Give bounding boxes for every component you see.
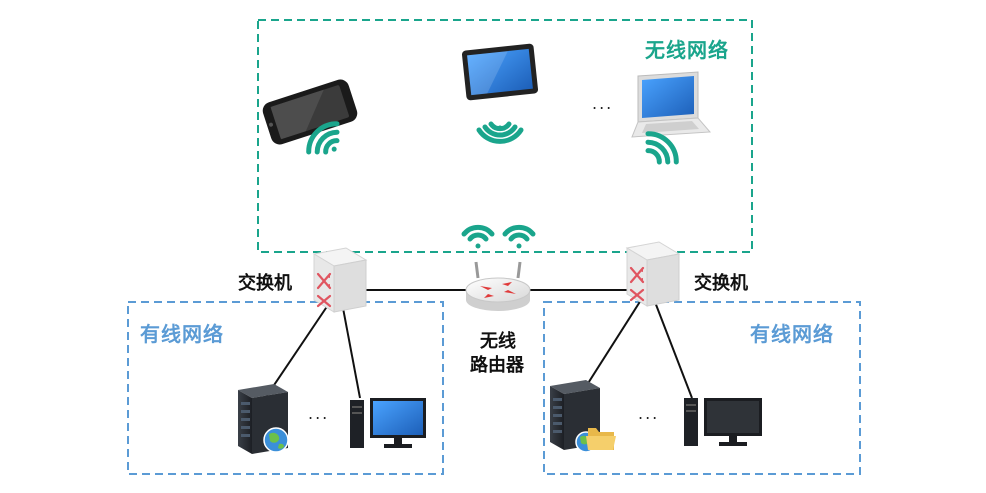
router-icon [465,261,531,311]
ellipsis-wired-left: ... [308,404,330,423]
switch-label-right: 交换机 [694,273,748,294]
wired-region-box-left [127,301,444,475]
connection-lines [265,289,693,399]
router-label-line1: 无线 [480,331,516,352]
desktop-pc-icon [684,398,762,446]
wifi-signal-icon [645,131,679,165]
wired-network-label-right: 有线网络 [750,322,834,346]
tablet-icon [461,43,539,101]
globe-icon [263,427,289,453]
smartphone-icon [262,79,358,145]
ellipsis-wireless: ... [592,94,614,113]
wifi-signal-icon [476,121,524,144]
router-label-line2: 路由器 [470,355,524,376]
ellipsis-wired-right: ... [638,404,660,423]
switch-icon [625,241,681,307]
switch-label-left: 交换机 [238,273,292,294]
wifi-signal-icon [502,224,536,249]
wifi-signal-icon [306,121,340,155]
wired-network-label-left: 有线网络 [140,322,224,346]
folder-icon [586,428,616,450]
laptop-icon [631,71,712,138]
wireless-network-label: 无线网络 [645,38,729,62]
desktop-pc-icon [350,398,426,448]
wifi-signal-icon [461,224,495,249]
switch-icon [312,247,368,313]
wired-region-box-right [543,301,861,475]
wireless-region-box [257,19,753,253]
